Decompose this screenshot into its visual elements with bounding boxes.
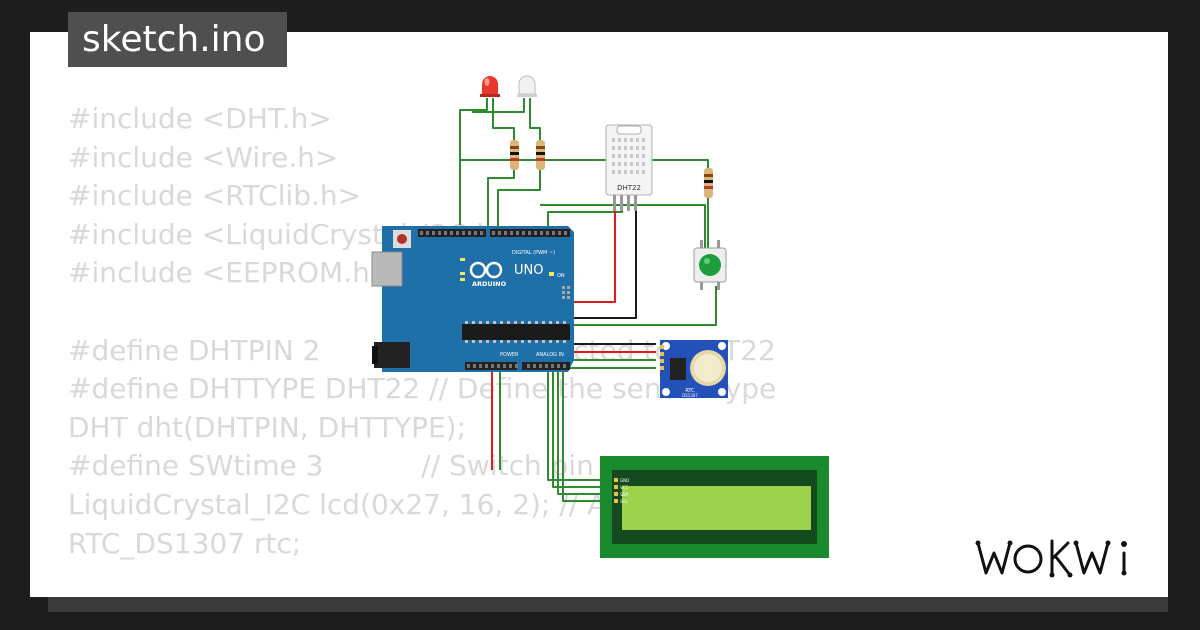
power-label: POWER	[500, 352, 519, 358]
lcd-pin-label: SCL	[620, 499, 628, 504]
led-white[interactable]	[517, 75, 537, 97]
wokwi-logo	[975, 539, 1127, 578]
rtc-label: RTC	[685, 388, 695, 394]
lcd-pin-label: SDA	[620, 492, 629, 497]
board-brand-label: ARDUINO	[472, 280, 507, 288]
wire-lcd-vcc	[552, 360, 618, 488]
resistor-1	[510, 140, 519, 170]
rtc-sub-label: DS1307	[682, 393, 698, 398]
wire-lcd-scl	[562, 360, 618, 502]
code-preview: #include <DHT.h> #include <Wire.h> #includ…	[68, 100, 800, 563]
dht22-sensor[interactable]: DHT22	[605, 124, 653, 211]
lcd-pin-label: VCC	[620, 485, 629, 490]
analog-label: ANALOG IN	[536, 352, 564, 358]
wire-led-white-gnd	[472, 98, 525, 113]
wire-dht-data	[547, 196, 623, 228]
resistor-3	[704, 168, 713, 198]
wire-lcd-sda	[557, 360, 618, 495]
wire-led-red-gnd	[459, 98, 488, 225]
resistor-2	[536, 140, 545, 170]
code-line: RTC_DS1307 rtc;	[68, 526, 302, 560]
wire-button-pin	[540, 204, 706, 250]
rtc-ds1307-module[interactable]: RTC DS1307	[660, 340, 728, 398]
arduino-logo	[469, 261, 503, 279]
digital-label: DIGITAL (PWM ~)	[512, 250, 555, 256]
code-line: DHT dht(DHTPIN, DHTTYPE);	[68, 410, 467, 444]
wire-res2-pin	[497, 168, 541, 228]
code-line: #include <Wire.h>	[68, 140, 339, 174]
push-button[interactable]	[693, 240, 727, 290]
wire-led-red-res	[492, 98, 515, 142]
code-line: #include <DHT.h>	[68, 102, 332, 135]
wire-led-white-res	[529, 98, 541, 142]
code-line: #include <RTClib.h>	[68, 179, 362, 213]
wire-lcd-gnd	[547, 360, 618, 481]
preview-card	[30, 32, 1168, 597]
code-line: #define SWtime 3 // Switch pin	[68, 449, 594, 483]
board-model-label: UNO	[514, 263, 543, 278]
wire-res1-pin	[487, 168, 515, 228]
arduino-uno-board[interactable]: DIGITAL (PWM ~) UNO ARDUINO ON POWER ANA…	[371, 226, 574, 372]
wire-button-out	[499, 286, 717, 470]
code-line: #include <EEPROM.h>	[68, 256, 394, 290]
led-red[interactable]	[480, 76, 500, 97]
wire-gnd-bus	[460, 159, 709, 168]
file-name-tag: sketch.ino	[68, 12, 288, 67]
lcd-pin-label: GND	[620, 478, 629, 483]
lcd-16x2[interactable]: GND VCC SDA SCL	[600, 456, 829, 558]
on-led-label: ON	[557, 273, 565, 279]
dht22-label: DHT22	[617, 184, 641, 192]
